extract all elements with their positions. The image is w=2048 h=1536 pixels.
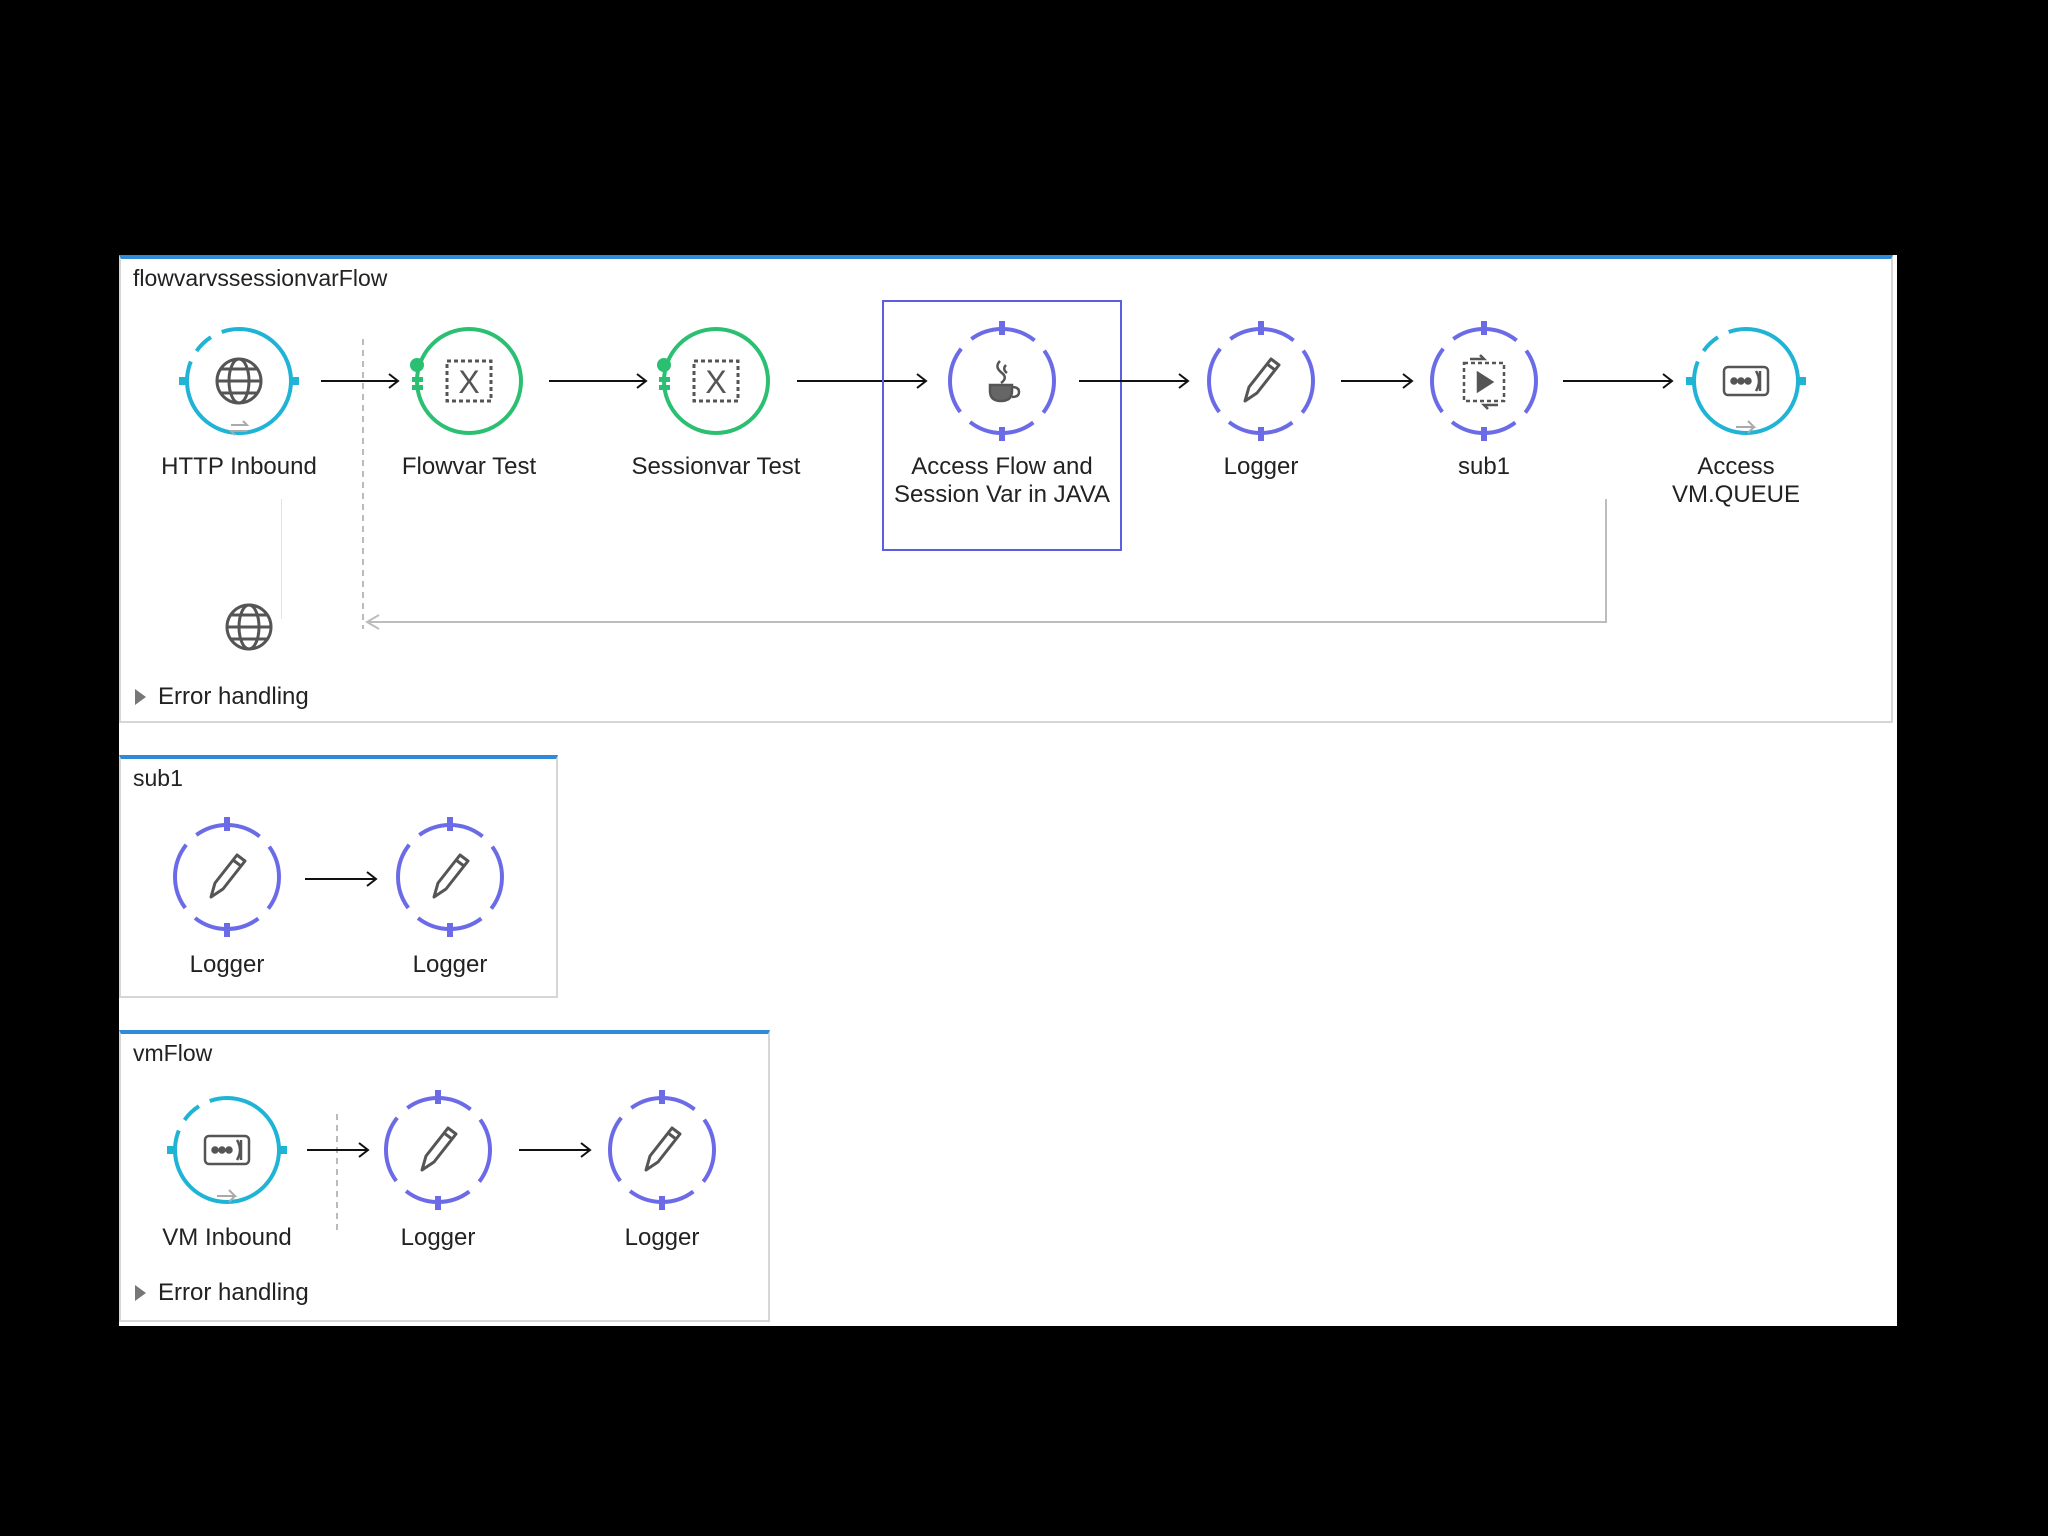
- flow-title: sub1: [133, 765, 183, 791]
- error-handling-toggle[interactable]: Error handling: [135, 683, 309, 711]
- logger-node[interactable]: [390, 817, 510, 937]
- connector-arrow: [321, 373, 400, 389]
- vm-queue-icon: [203, 1134, 251, 1166]
- flow-container-main[interactable]: flowvarvssessionvarFlow: [119, 255, 1893, 723]
- vm-queue-icon: [1722, 365, 1770, 397]
- flow-reference-icon: [1462, 354, 1506, 410]
- source-separator: [362, 339, 364, 629]
- connector-arrow: [1079, 373, 1190, 389]
- expand-triangle-icon: [135, 689, 146, 705]
- node-label: Logger: [624, 1224, 700, 1251]
- flowvar-test-node[interactable]: X: [409, 321, 529, 441]
- vm-inbound-node[interactable]: [167, 1090, 287, 1210]
- sessionvar-test-node[interactable]: X: [656, 321, 776, 441]
- response-path: [281, 499, 1607, 630]
- node-label: VM Inbound: [162, 1224, 292, 1251]
- flow-title: vmFlow: [133, 1040, 213, 1066]
- flow-canvas: flowvarvssessionvarFlow: [119, 255, 1897, 1326]
- java-icon: [988, 360, 1021, 403]
- connector-arrow: [549, 373, 648, 389]
- connector-arrow: [797, 373, 928, 389]
- java-component-node[interactable]: [942, 321, 1062, 441]
- connector-arrow: [1341, 373, 1414, 389]
- flow-container-vmflow[interactable]: vmFlow: [119, 1030, 770, 1322]
- error-handling-toggle[interactable]: Error handling: [135, 1279, 309, 1307]
- pencil-icon: [644, 1126, 682, 1172]
- pencil-icon: [1243, 357, 1281, 403]
- globe-icon: [225, 603, 273, 651]
- http-response-node[interactable]: [219, 597, 279, 657]
- flow-container-sub1[interactable]: sub1 Logger: [119, 755, 558, 998]
- node-label: sub1: [1457, 453, 1511, 480]
- flow-reference-node[interactable]: [1424, 321, 1544, 441]
- source-separator: [336, 1114, 338, 1234]
- http-inbound-node[interactable]: [179, 321, 299, 441]
- node-label: Logger: [189, 951, 265, 978]
- node-label: Logger: [400, 1224, 476, 1251]
- pencil-icon: [209, 853, 247, 899]
- connector-arrow: [305, 871, 378, 887]
- variable-icon: X: [445, 359, 493, 403]
- variable-icon: X: [692, 359, 740, 403]
- svg-text:X: X: [705, 364, 726, 400]
- node-label: Access VM.QUEUE: [1671, 453, 1800, 508]
- svg-text:X: X: [458, 364, 479, 400]
- connector-arrow: [307, 1142, 370, 1158]
- selected-node-box[interactable]: [882, 300, 1122, 551]
- globe-icon: [215, 357, 263, 405]
- node-label: Sessionvar Test: [631, 453, 801, 480]
- logger-node[interactable]: [378, 1090, 498, 1210]
- logger-node[interactable]: [602, 1090, 722, 1210]
- error-handling-label: Error handling: [158, 1279, 309, 1306]
- pencil-icon: [432, 853, 470, 899]
- vm-outbound-node[interactable]: [1686, 321, 1806, 441]
- logger-node[interactable]: [1201, 321, 1321, 441]
- connector-arrow: [1563, 373, 1674, 389]
- node-label: Logger: [1223, 453, 1299, 480]
- logger-node[interactable]: [167, 817, 287, 937]
- node-label: Logger: [412, 951, 488, 978]
- flow-title: flowvarvssessionvarFlow: [133, 265, 388, 291]
- node-label: HTTP Inbound: [161, 453, 317, 480]
- expand-triangle-icon: [135, 1285, 146, 1301]
- node-label: Access Flow and Session Var in JAVA: [893, 453, 1111, 508]
- pencil-icon: [420, 1126, 458, 1172]
- error-handling-label: Error handling: [158, 683, 309, 710]
- connector-arrow: [519, 1142, 592, 1158]
- node-label: Flowvar Test: [401, 453, 537, 480]
